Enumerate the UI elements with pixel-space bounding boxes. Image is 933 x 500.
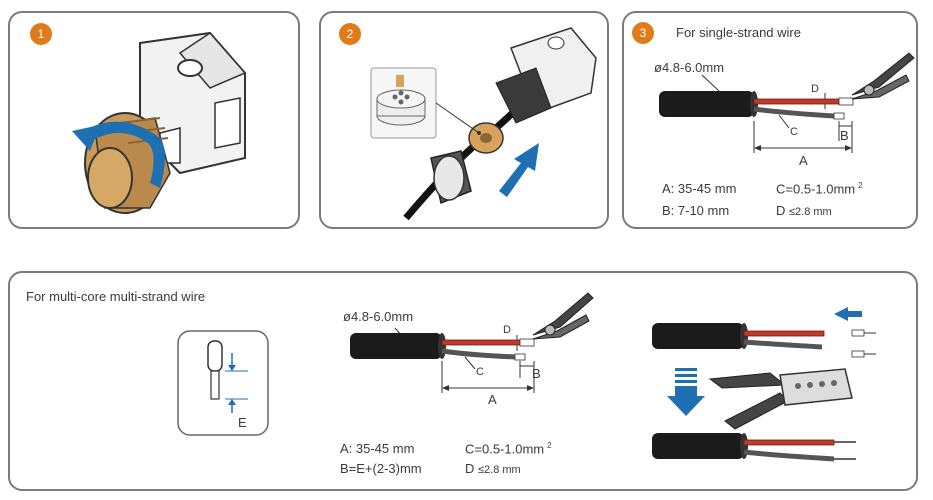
step3-badge: 3	[632, 22, 654, 44]
step3-label-b: B	[840, 128, 849, 143]
connector-nut-rotate-icon	[72, 31, 247, 214]
step2-panel: 2	[319, 11, 609, 229]
multi-diameter: ø4.8-6.0mm	[343, 309, 414, 324]
step3-diameter: ø4.8-6.0mm	[654, 60, 725, 75]
multi-spec-b: B=E+(2-3)mm	[340, 461, 422, 476]
cable-gland-assembly-icon	[370, 27, 597, 221]
push-arrow-icon	[499, 143, 539, 197]
multi-spec-d: D ≤2.8 mm	[465, 461, 521, 476]
down-arrow-icon	[667, 368, 705, 416]
crimp-tool-icon	[708, 368, 853, 430]
step3-spec-d: D ≤2.8 mm	[776, 203, 832, 218]
multi-spec-a: A: 35-45 mm	[340, 441, 415, 456]
step3-label-d: D	[811, 83, 819, 95]
step1-badge: 1	[30, 23, 52, 45]
multi-label-c: C	[476, 366, 484, 378]
step3-spec-b: B: 7-10 mm	[662, 203, 730, 218]
step3-label-c: C	[790, 126, 798, 138]
step3-label-a: A	[799, 153, 808, 168]
single-strand-strip-diagram	[659, 52, 915, 153]
rotate-arrow-icon	[80, 121, 165, 188]
multi-label-a: A	[488, 392, 497, 407]
insert-arrow-icon	[834, 307, 862, 321]
multi-strand-diagrams	[177, 292, 876, 462]
ferrule-icon	[207, 340, 223, 400]
multi-strand-panel: For multi-core multi-strand wire	[8, 271, 918, 491]
multi-label-d: D	[503, 324, 511, 336]
step2-badge: 2	[339, 23, 361, 45]
step1-panel: 1	[8, 11, 300, 229]
stripper-plier-icon	[851, 52, 915, 100]
stripper-plier-icon-2	[532, 292, 594, 340]
step3-title: For single-strand wire	[676, 25, 801, 40]
multi-title: For multi-core multi-strand wire	[26, 289, 206, 304]
ferrule-label-e: E	[238, 415, 247, 430]
multi-label-b: B	[532, 366, 541, 381]
step3-panel: 3 For single-strand wire ø4.8-6.0mm	[622, 11, 918, 229]
step3-spec-a: A: 35-45 mm	[662, 181, 737, 196]
